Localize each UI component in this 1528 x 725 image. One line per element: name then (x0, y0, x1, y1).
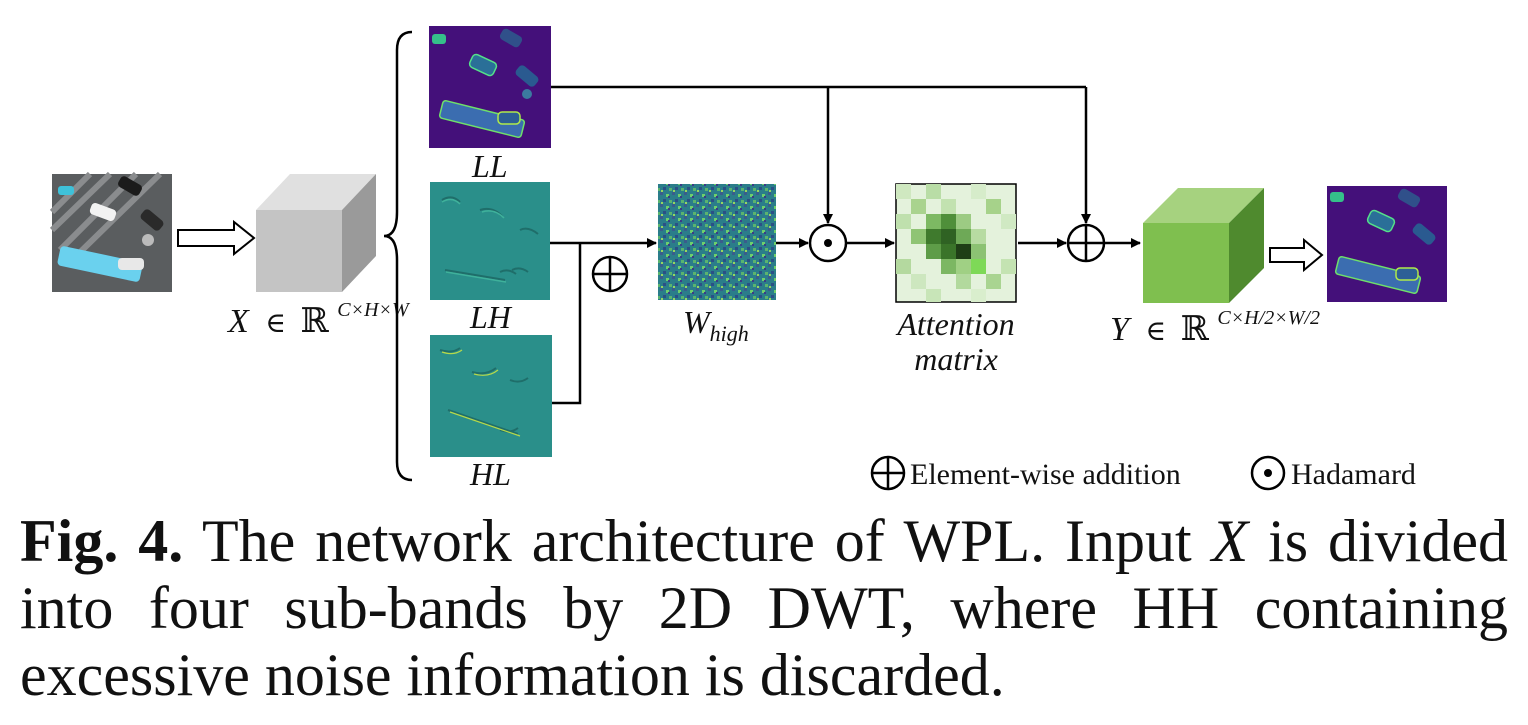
attention-label-line2: matrix (914, 341, 998, 377)
caption-text-part1: The network architecture of WPL. Input (202, 508, 1192, 574)
output-label: Y ∈ ℝ C×H/2×W/2 (1110, 307, 1320, 348)
attention-label-line1: Attention (895, 306, 1014, 342)
output-hollow-arrow-icon (1269, 237, 1324, 273)
w-high-map (658, 184, 776, 300)
hl-subband-image (430, 335, 552, 457)
lh-subband-image (430, 182, 550, 300)
output-addition-icon (1066, 223, 1106, 263)
hadamard-icon (808, 223, 848, 263)
figure-caption: Fig. 4. The network architecture of WPL.… (20, 508, 1508, 709)
element-wise-addition-icon (591, 255, 629, 293)
hl-connector (552, 243, 582, 405)
ll-label: LL (471, 148, 508, 184)
w-high-label: Whigh (683, 304, 749, 346)
caption-variable: X (1211, 508, 1249, 574)
wpl-architecture-diagram: X ∈ ℝ C×H×W LL LH HL Whigh (49, 26, 1447, 492)
legend-addition-icon (870, 455, 906, 491)
attention-matrix (895, 183, 1017, 303)
output-cube (1143, 188, 1264, 303)
ll-subband-image (429, 26, 551, 148)
hollow-arrow-icon (177, 219, 256, 257)
legend-hadamard-icon (1250, 455, 1286, 491)
legend-addition-label: Element-wise addition (910, 458, 1181, 491)
lh-label: LH (469, 299, 513, 335)
output-feature-image (1327, 186, 1447, 302)
input-cube (256, 174, 376, 292)
figure-number: Fig. 4. (20, 508, 184, 574)
input-image (49, 171, 172, 292)
input-label: X ∈ ℝ C×H×W (226, 299, 411, 340)
caption-text-part2: is divided into four sub-bands by 2D DWT… (20, 508, 1509, 708)
legend-hadamard-label: Hadamard (1291, 458, 1416, 491)
legend: Element-wise addition Hadamard (870, 455, 1416, 491)
hl-label: HL (469, 456, 511, 492)
dwt-brace (383, 30, 413, 482)
